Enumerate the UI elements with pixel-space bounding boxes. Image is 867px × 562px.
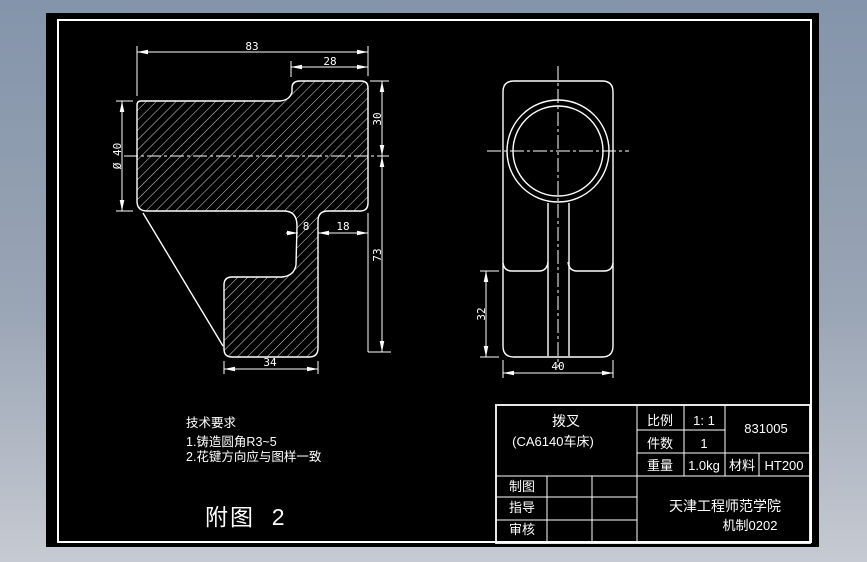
dim-28: 28 [323, 55, 336, 68]
section-body-hatched [136, 80, 369, 358]
dim-32: 32 [475, 307, 488, 320]
technical-notes: 技术要求 1.铸造圆角R3~5 2.花键方向应与图样一致 [186, 416, 322, 464]
dim-18: 18 [336, 220, 349, 233]
web-outline-line [142, 212, 224, 347]
note-item-1: 1.铸造圆角R3~5 [186, 434, 277, 449]
end-view [487, 66, 629, 367]
title-block: 拨叉 (CA6140车床) 比例 1: 1 件数 1 重量 1.0kg 材料 H… [495, 404, 811, 544]
drawing-number: 831005 [744, 421, 787, 436]
dimension-texts: 83 28 Ø 40 30 73 8 18 34 32 40 [111, 40, 565, 373]
notes-title: 技术要求 [186, 416, 237, 430]
dim-34: 34 [263, 356, 277, 369]
dimension-lines [119, 49, 613, 376]
title-block-texts: 拨叉 (CA6140车床) 比例 1: 1 件数 1 重量 1.0kg 材料 H… [509, 413, 804, 537]
organization-name: 天津工程师范学院 [669, 498, 781, 514]
dimensions: 83 28 Ø 40 30 73 8 18 34 32 40 [111, 40, 614, 378]
dim-73: 73 [371, 248, 384, 261]
guided-by-label: 指导 [509, 500, 535, 515]
drawing-border-frame [57, 19, 812, 543]
dim-40: 40 [551, 360, 564, 373]
part-subtitle: (CA6140车床) [512, 434, 594, 449]
weight-value: 1.0kg [688, 458, 720, 473]
class-name: 机制0202 [723, 518, 778, 533]
drawn-by-label: 制图 [509, 479, 535, 494]
foot-top-edge-left [502, 261, 549, 272]
dim-dia40: Ø 40 [111, 143, 124, 170]
quantity-value: 1 [700, 436, 707, 451]
note-item-2: 2.花键方向应与图样一致 [186, 449, 322, 464]
scale-label: 比例 [647, 413, 673, 428]
title-block-grid [495, 404, 811, 544]
quantity-label: 件数 [647, 436, 673, 451]
part-name: 拨叉 [552, 413, 580, 429]
dim-83: 83 [245, 40, 258, 53]
checked-by-label: 审核 [509, 522, 535, 537]
scale-value: 1: 1 [693, 413, 715, 428]
material-label: 材料 [729, 458, 755, 473]
material-value: HT200 [764, 458, 803, 473]
section-view [124, 80, 389, 358]
dim-30: 30 [371, 112, 384, 125]
end-view-outline [502, 80, 614, 358]
weight-label: 重量 [647, 458, 673, 473]
dim-8: 8 [303, 220, 310, 233]
figure-caption: 附图 2 [205, 504, 287, 530]
